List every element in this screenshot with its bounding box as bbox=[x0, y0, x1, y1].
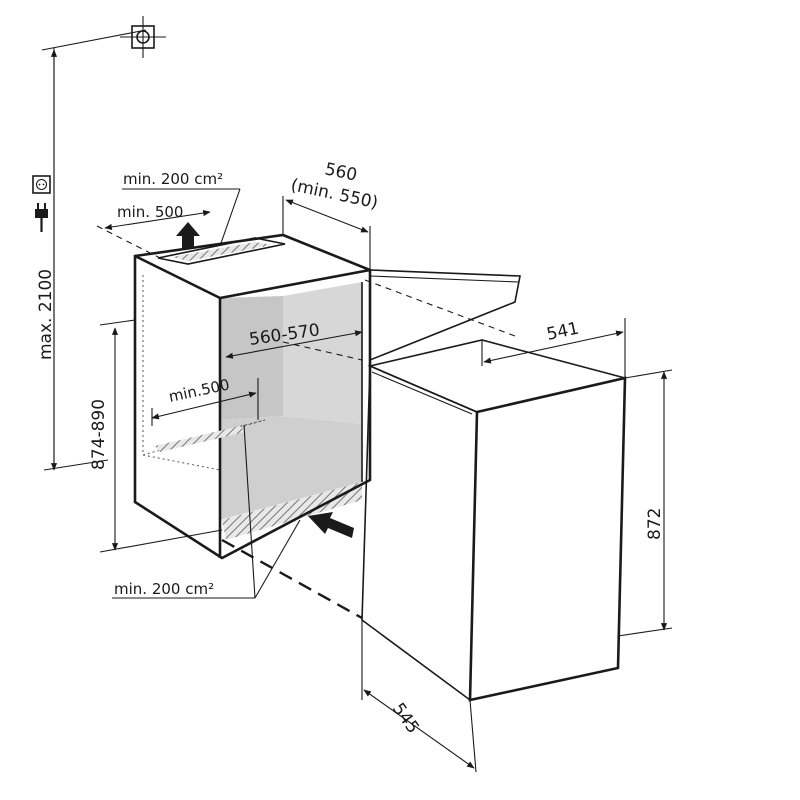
crosshair-target-icon bbox=[120, 16, 166, 58]
bottom-vent-label: min. 200 cm² bbox=[114, 580, 214, 598]
top-clearance-label: min. 500 bbox=[117, 203, 183, 221]
niche-height-dimension: 874-890 bbox=[89, 319, 223, 553]
top-clearance-dimension: min. 500 bbox=[96, 203, 211, 259]
appliance-width-dimension: 541 bbox=[481, 318, 626, 378]
appliance-depth-label: 545 bbox=[388, 699, 423, 737]
appliance-width-label: 541 bbox=[545, 319, 581, 345]
appliance-body bbox=[221, 269, 627, 702]
bottom-vent-dimension: min. 200 cm² bbox=[112, 424, 301, 599]
top-vent-label: min. 200 cm² bbox=[123, 170, 223, 188]
appliance-height-dimension: 872 bbox=[617, 369, 673, 637]
niche-width-label: 560 bbox=[323, 159, 359, 185]
top-vent-dimension: min. 200 cm² bbox=[122, 170, 241, 247]
max-height-label: max. 2100 bbox=[36, 269, 56, 360]
niche-height-label: 874-890 bbox=[89, 399, 109, 470]
power-socket-icon bbox=[32, 175, 51, 194]
power-plug-icon bbox=[35, 203, 48, 232]
airflow-arrow-icon bbox=[176, 222, 200, 248]
appliance-height-label: 872 bbox=[645, 508, 665, 540]
appliance-depth-dimension: 545 bbox=[361, 620, 477, 773]
max-height-dimension: max. 2100 bbox=[36, 29, 147, 471]
airflow-arrow-icon bbox=[308, 512, 354, 538]
